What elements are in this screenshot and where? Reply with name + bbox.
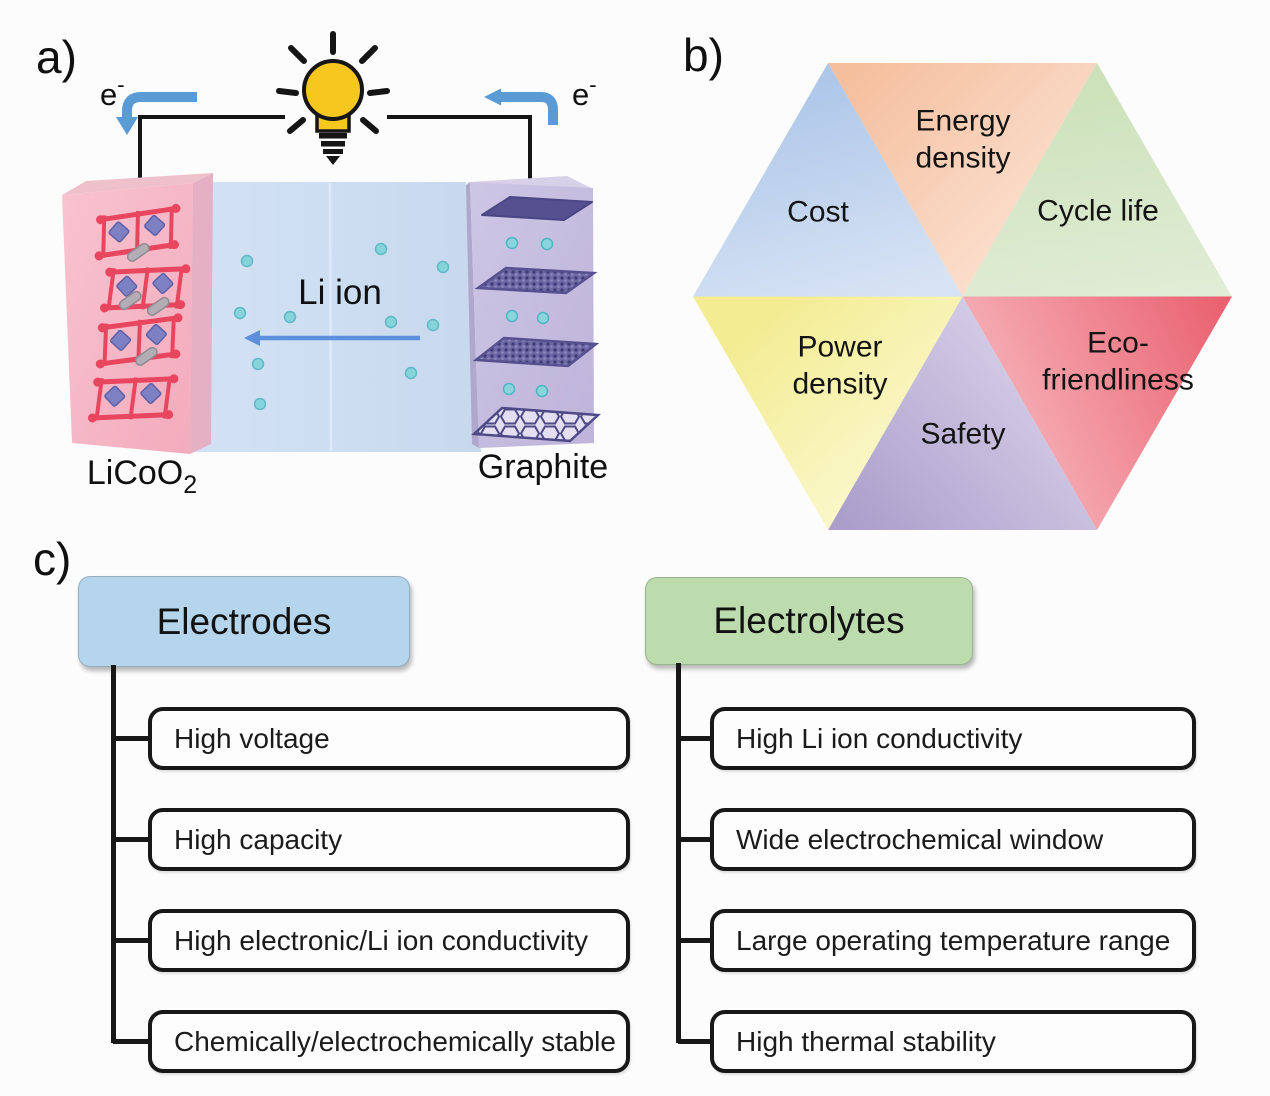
tree-branch [678, 1039, 710, 1044]
tree-branch [678, 938, 710, 943]
electrolytes-header: Electrolytes [645, 577, 973, 665]
hex-label-eco-friendliness: Eco-friendliness [1042, 326, 1194, 396]
hexagon-segment-cycle-life [962, 63, 1232, 297]
anode-block [466, 176, 601, 448]
hex-label-energy-density: Energy density [915, 104, 1011, 174]
panel-a-battery-schematic: e- e- [62, 31, 608, 499]
hexagon-segment-power-density [693, 296, 963, 530]
graphite-layer [472, 336, 600, 368]
anode-label: Graphite [478, 448, 608, 486]
panel-b-hexagon [693, 63, 1232, 530]
panel-a-label: a) [36, 31, 77, 83]
electron-flow-arrow-right [484, 88, 558, 125]
electrolyte-requirement-box: High thermal stability [710, 1010, 1196, 1073]
graphite-layers [471, 196, 601, 443]
li-ion-arrow [244, 330, 420, 346]
tree-branch [678, 837, 710, 842]
cathode-block [62, 173, 213, 454]
li-ion-label: Li ion [298, 273, 382, 312]
hexagon-segment-cost [693, 63, 963, 297]
intercalated-li-ion-dots [502, 236, 554, 398]
cathode-label: LiCoO2 [87, 454, 197, 499]
hexagon-segment-safety [828, 296, 1097, 530]
graphite-layer [474, 266, 598, 295]
hex-label-power-density: Power density [792, 330, 888, 400]
electron-label-left: e- [100, 72, 125, 112]
tree-branch [113, 837, 148, 842]
electrolyte-li-ion-dots [233, 242, 450, 411]
electrolyte-requirement-box: Wide electrochemical window [710, 808, 1196, 871]
licoo2-crystal-structure [88, 204, 191, 426]
panel-c-label: c) [33, 533, 72, 585]
tree-branch [678, 736, 710, 741]
li-vacancy-capsules [118, 242, 170, 366]
electrodes-tree-trunk [111, 665, 116, 1043]
graphite-layer [481, 196, 593, 221]
electrolytes-tree-trunk [676, 663, 681, 1043]
electrode-requirement-box: High capacity [148, 808, 630, 871]
hex-label-safety: Safety [920, 417, 1006, 451]
electron-label-right: e- [572, 72, 597, 112]
hex-label-cycle-life: Cycle life [1037, 194, 1159, 228]
tree-branch [113, 736, 148, 741]
graphite-layer [471, 406, 601, 443]
bulb-rays [276, 31, 390, 134]
light-bulb-icon [276, 31, 390, 165]
panel-b-label: b) [683, 29, 724, 81]
electron-flow-arrow-left [116, 92, 197, 135]
circuit-wire [138, 115, 532, 186]
electrode-requirement-box: High electronic/Li ion conductivity [148, 909, 630, 972]
electrolyte-region [176, 182, 481, 452]
electrolyte-requirement-box: Large operating temperature range [710, 909, 1196, 972]
hexagon-segment-eco-friendliness [962, 296, 1232, 530]
tree-branch [113, 1039, 148, 1044]
separator-line [328, 182, 333, 452]
electrolyte-requirement-box: High Li ion conductivity [710, 707, 1196, 770]
hex-label-cost: Cost [787, 195, 849, 229]
electrode-requirement-box: High voltage [148, 707, 630, 770]
electrode-requirement-box: Chemically/electrochemically stable [148, 1010, 630, 1073]
tree-branch [113, 938, 148, 943]
hexagon-segment-energy-density [828, 63, 1097, 297]
electrodes-header: Electrodes [78, 576, 410, 667]
